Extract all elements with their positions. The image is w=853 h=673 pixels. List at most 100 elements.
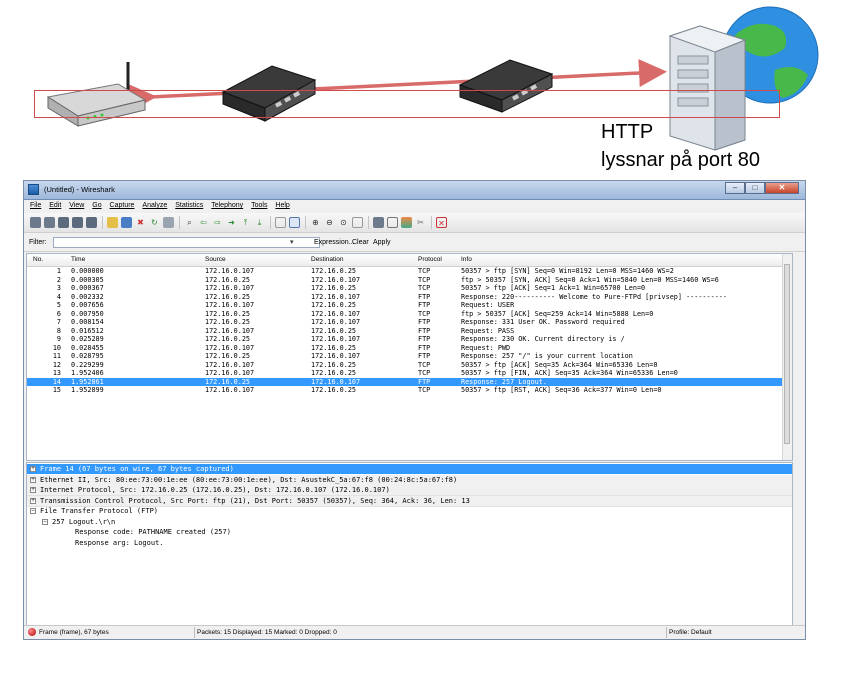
menu-file[interactable]: File bbox=[30, 202, 42, 209]
close-button[interactable]: ✕ bbox=[765, 182, 799, 194]
detail-text: Internet Protocol, Src: 172.16.0.25 (172… bbox=[40, 486, 390, 494]
menu-view[interactable]: View bbox=[69, 202, 85, 209]
menu-edit[interactable]: Edit bbox=[49, 202, 62, 209]
packet-list-scrollbar[interactable] bbox=[782, 254, 792, 460]
column-time[interactable]: Time bbox=[71, 256, 86, 263]
clear-button[interactable]: Clear bbox=[352, 239, 369, 246]
column-protocol[interactable]: Protocol bbox=[418, 256, 442, 263]
expert-info-icon[interactable] bbox=[28, 628, 36, 636]
coloring-rules-icon[interactable] bbox=[401, 217, 412, 228]
title-bar[interactable]: (Untitled) - Wireshark – □ ✕ bbox=[24, 181, 805, 200]
normal-size-icon[interactable]: ⊙ bbox=[340, 218, 347, 227]
resize-columns-icon[interactable] bbox=[352, 217, 363, 228]
detail-row[interactable]: Response arg: Logout. bbox=[27, 538, 792, 548]
menu-tools[interactable]: Tools bbox=[251, 202, 268, 209]
packet-source: 172.16.0.107 bbox=[205, 360, 255, 369]
column-destination[interactable]: Destination bbox=[311, 256, 344, 263]
packet-no: 14 bbox=[52, 377, 61, 386]
detail-row[interactable]: + Internet Protocol, Src: 172.16.0.25 (17… bbox=[27, 485, 792, 496]
packet-protocol: TCP bbox=[418, 284, 431, 292]
packet-source: 172.16.0.107 bbox=[205, 386, 255, 394]
detail-text: Ethernet II, Src: 80:ee:73:00:1e:ee (80:… bbox=[40, 475, 458, 484]
detail-row[interactable]: +Frame 14 (67 bytes on wire, 67 bytes ca… bbox=[27, 464, 792, 474]
capture-options-icon[interactable] bbox=[44, 217, 55, 228]
forward-icon[interactable]: ⇨ bbox=[214, 218, 221, 227]
find-icon[interactable]: ⌕ bbox=[187, 218, 192, 227]
collapse-icon[interactable]: − bbox=[30, 507, 36, 514]
packet-info: 50357 > ftp [ACK] Seq=35 Ack=364 Win=653… bbox=[461, 360, 658, 369]
stop-capture-icon[interactable] bbox=[72, 217, 83, 228]
interface-list-icon[interactable] bbox=[30, 217, 41, 228]
detail-row[interactable]: −257 Logout.\r\n bbox=[27, 517, 792, 527]
status-profile[interactable]: Profile: Default bbox=[669, 629, 712, 636]
packet-no: 7 bbox=[56, 318, 61, 326]
detail-row[interactable]: −File Transfer Protocol (FTP) bbox=[27, 506, 792, 516]
goto-icon[interactable]: ➜ bbox=[228, 218, 235, 227]
packet-details[interactable]: +Frame 14 (67 bytes on wire, 67 bytes ca… bbox=[26, 462, 793, 626]
expand-icon[interactable]: + bbox=[30, 475, 36, 483]
column-no[interactable]: No. bbox=[33, 256, 44, 263]
column-source[interactable]: Source bbox=[205, 256, 226, 263]
toolbar-separator bbox=[179, 216, 180, 229]
colorize-icon[interactable] bbox=[275, 217, 286, 228]
filter-input[interactable] bbox=[53, 237, 320, 248]
detail-row[interactable]: Response code: PATHNAME created (257) bbox=[27, 527, 792, 537]
menu-statistics[interactable]: Statistics bbox=[175, 202, 204, 209]
expression-button[interactable]: Expression... bbox=[314, 239, 355, 246]
apply-button[interactable]: Apply bbox=[373, 239, 391, 246]
help-icon[interactable]: ✕ bbox=[436, 217, 447, 228]
zoom-in-icon[interactable]: ⊕ bbox=[312, 218, 319, 227]
packet-no: 1 bbox=[56, 267, 61, 275]
close-file-icon[interactable]: ✖ bbox=[137, 218, 144, 227]
scrollbar-thumb[interactable] bbox=[784, 264, 790, 444]
detail-row[interactable]: +Transmission Control Protocol, Src Port… bbox=[27, 495, 792, 507]
column-info[interactable]: Info bbox=[461, 256, 472, 263]
collapse-icon[interactable]: − bbox=[42, 517, 48, 525]
packet-list[interactable]: No. Time Source Destination Protocol Inf… bbox=[26, 253, 793, 461]
expand-icon[interactable]: + bbox=[30, 465, 36, 472]
expand-icon[interactable]: + bbox=[30, 486, 36, 493]
zoom-out-icon[interactable]: ⊖ bbox=[326, 218, 333, 227]
first-packet-icon[interactable]: ⤒ bbox=[243, 218, 248, 227]
print-icon[interactable] bbox=[163, 217, 174, 228]
packet-source: 172.16.0.25 bbox=[205, 352, 251, 360]
menu-analyze[interactable]: Analyze bbox=[142, 202, 168, 209]
expand-icon[interactable]: + bbox=[30, 496, 36, 504]
menu-help[interactable]: Help bbox=[275, 202, 290, 209]
reload-icon[interactable]: ↻ bbox=[151, 218, 158, 227]
save-icon[interactable] bbox=[121, 217, 132, 228]
autoscroll-icon[interactable] bbox=[289, 217, 300, 228]
menu-go[interactable]: Go bbox=[92, 202, 102, 209]
restart-capture-icon[interactable] bbox=[86, 217, 97, 228]
display-filters-icon[interactable] bbox=[387, 217, 398, 228]
preferences-icon[interactable]: ✂ bbox=[417, 218, 424, 227]
menu-capture[interactable]: Capture bbox=[109, 202, 135, 209]
open-icon[interactable] bbox=[107, 217, 118, 228]
start-capture-icon[interactable] bbox=[58, 217, 69, 228]
menu-telephony[interactable]: Telephony bbox=[211, 202, 244, 209]
maximize-button[interactable]: □ bbox=[745, 182, 765, 194]
capture-filters-icon[interactable] bbox=[373, 217, 384, 228]
last-packet-icon[interactable]: ⤓ bbox=[257, 218, 262, 227]
detail-row[interactable]: + Ethernet II, Src: 80:ee:73:00:1e:ee (80… bbox=[27, 474, 792, 486]
packet-info: Response: 230 OK. Current directory is / bbox=[461, 335, 625, 343]
packet-destination: 172.16.0.25 bbox=[311, 284, 357, 292]
filter-dropdown-icon[interactable]: ▾ bbox=[290, 239, 294, 246]
back-icon[interactable]: ⇦ bbox=[200, 218, 207, 227]
minimize-button[interactable]: – bbox=[725, 182, 745, 194]
